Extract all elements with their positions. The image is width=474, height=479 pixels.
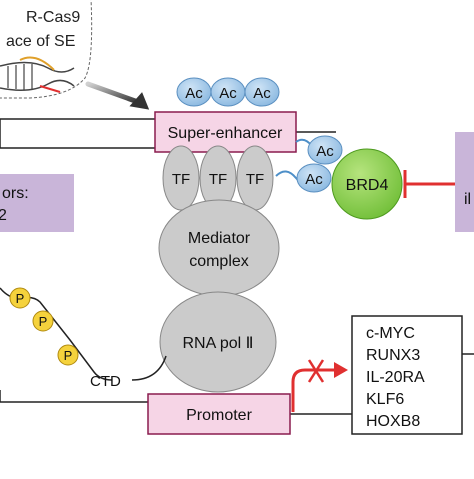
crispr-cas9-callout: R-Cas9 ace of SE xyxy=(0,0,93,99)
acetyl-label: Ac xyxy=(316,143,334,160)
inhibitor-right-label: il xyxy=(464,191,471,208)
target-genes-box: c-MYC RUNX3 IL-20RA KLF6 HOXB8 xyxy=(351,315,463,435)
mediator-complex: Mediator complex xyxy=(158,199,280,297)
acetyl-group-5: Ac xyxy=(296,163,332,193)
acetyl-group-4: Ac xyxy=(307,135,343,165)
crispr-label-line1: R-Cas9 xyxy=(26,9,80,26)
left-box-line1: ors: xyxy=(2,185,29,202)
tf-label: TF xyxy=(172,171,190,188)
mediator-label-line1: Mediator xyxy=(188,230,251,247)
mediator-label-line2: complex xyxy=(189,253,249,270)
crispr-target-arrow xyxy=(85,81,150,110)
acetyl-label: Ac xyxy=(305,171,323,188)
promoter-label: Promoter xyxy=(186,407,252,424)
acetyl-group-1: Ac xyxy=(176,77,212,107)
blocked-transcription-x-icon xyxy=(307,359,325,383)
super-enhancer-label: Super-enhancer xyxy=(168,125,283,142)
gene-label: RUNX3 xyxy=(366,347,420,364)
phosphate-label: P xyxy=(39,314,48,329)
ctd-label: CTD xyxy=(90,373,121,390)
gene-label: KLF6 xyxy=(366,391,404,408)
phosphate-label: P xyxy=(16,291,25,306)
crispr-label-line2: ace of SE xyxy=(6,33,75,50)
dna-ladder-icon xyxy=(0,56,75,93)
rna-pol-label: RNA pol Ⅱ xyxy=(182,335,253,352)
gene-label: IL-20RA xyxy=(366,369,425,386)
transcription-start-arrow xyxy=(291,362,348,412)
dna-loop-left xyxy=(0,119,155,149)
phosphate-label: P xyxy=(64,348,73,363)
phosphate-group-3: P xyxy=(57,344,79,366)
acetyl-group-3: Ac xyxy=(244,77,280,107)
phosphate-group-1: P xyxy=(9,287,31,309)
promoter-box: Promoter xyxy=(147,393,291,435)
gene-label: HOXB8 xyxy=(366,413,420,430)
phosphate-group-2: P xyxy=(32,310,54,332)
brd4-inhibition-bar xyxy=(403,170,455,198)
bet-inhibitor-box: il xyxy=(455,132,474,232)
brd4-label: BRD4 xyxy=(346,177,389,194)
left-box-line2: 2 xyxy=(0,207,7,224)
transcription-factor-1: TF xyxy=(162,145,200,211)
acetyl-label: Ac xyxy=(185,85,203,102)
rna-polymerase-2: RNA pol Ⅱ xyxy=(159,291,277,393)
transcription-factor-3: TF xyxy=(236,145,274,211)
gene-label: c-MYC xyxy=(366,325,415,342)
left-inhibitor-box: ors: 2 xyxy=(0,174,74,232)
acetyl-label: Ac xyxy=(219,85,237,102)
dna-strand-lower-left xyxy=(0,390,148,403)
tf-label: TF xyxy=(209,171,227,188)
acetyl-group-2: Ac xyxy=(210,77,246,107)
brd4-protein: BRD4 xyxy=(331,148,403,220)
acetyl-label: Ac xyxy=(253,85,271,102)
super-enhancer-box: Super-enhancer xyxy=(154,111,297,153)
tf-label: TF xyxy=(246,171,264,188)
